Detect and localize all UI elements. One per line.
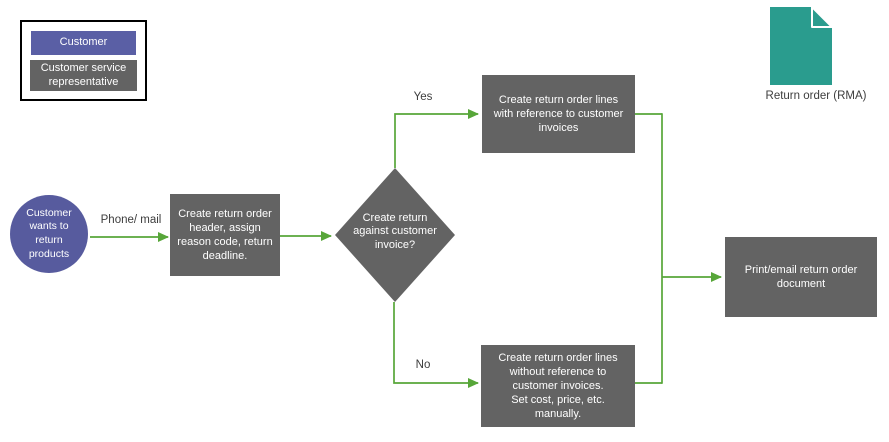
document-label: Return order (RMA) (765, 90, 867, 102)
process-node-create-return-order-header: Create return order header, assign reaso… (170, 194, 280, 276)
edge-decision-no (393, 302, 479, 388)
decision-diamond-shape (335, 168, 455, 302)
legend-item-customer: Customer (31, 31, 136, 55)
document-icon (770, 7, 832, 85)
legend-item-rep-label: Customer service representative (40, 61, 127, 88)
legend-item-customer-label: Customer (59, 36, 108, 49)
process-node-lines-without-reference: Create return order lines without refere… (481, 345, 635, 427)
decision-node-create-return-against-invoice: Create return against customer invoice? (353, 212, 437, 251)
edge-decision-yes (394, 109, 479, 168)
process-node-print-email-return-order: Print/email return order document (725, 237, 877, 317)
process-node-lines-with-reference: Create return order lines with reference… (482, 75, 635, 153)
legend: Customer Customer service representative (20, 20, 147, 101)
edge-label-phone-mail: Phone/ mail (100, 214, 162, 226)
start-node-customer-wants-to-return: Customer wants to return products (10, 195, 88, 273)
edge-label-no: No (415, 359, 431, 371)
edge-label-yes: Yes (413, 91, 433, 103)
legend-item-customer-service-representative: Customer service representative (30, 60, 137, 91)
